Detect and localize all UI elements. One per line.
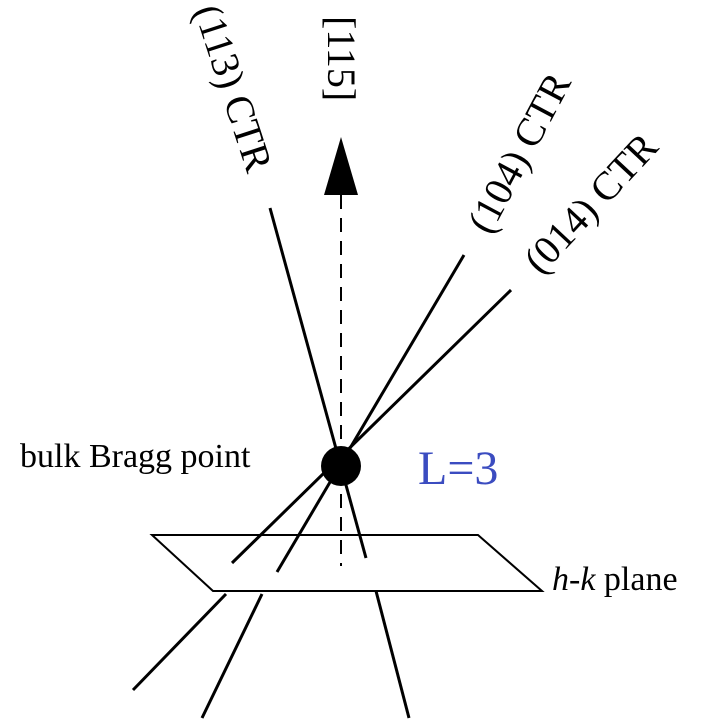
rod-104-lower	[200, 593, 264, 719]
rod-113-upper	[268, 207, 368, 559]
label-ctr-113: (113) CTR	[185, 0, 281, 178]
rod-104-upper	[275, 254, 466, 573]
label-direction-115: [115]	[319, 16, 364, 101]
axis-115-arrowhead	[324, 137, 358, 195]
label-l-value: L=3	[418, 442, 498, 495]
label-hk-plane-italic: h-k	[552, 561, 596, 598]
label-hk-plane: h-k plane	[552, 561, 678, 598]
label-hk-plane-rest: plane	[595, 561, 677, 598]
rod-014-upper	[230, 288, 513, 565]
label-bragg-point: bulk Bragg point	[20, 438, 251, 475]
rod-113-lower	[374, 590, 411, 719]
bragg-point-dot	[321, 446, 361, 486]
rod-014-lower	[131, 592, 228, 692]
hk-plane	[149, 534, 545, 592]
